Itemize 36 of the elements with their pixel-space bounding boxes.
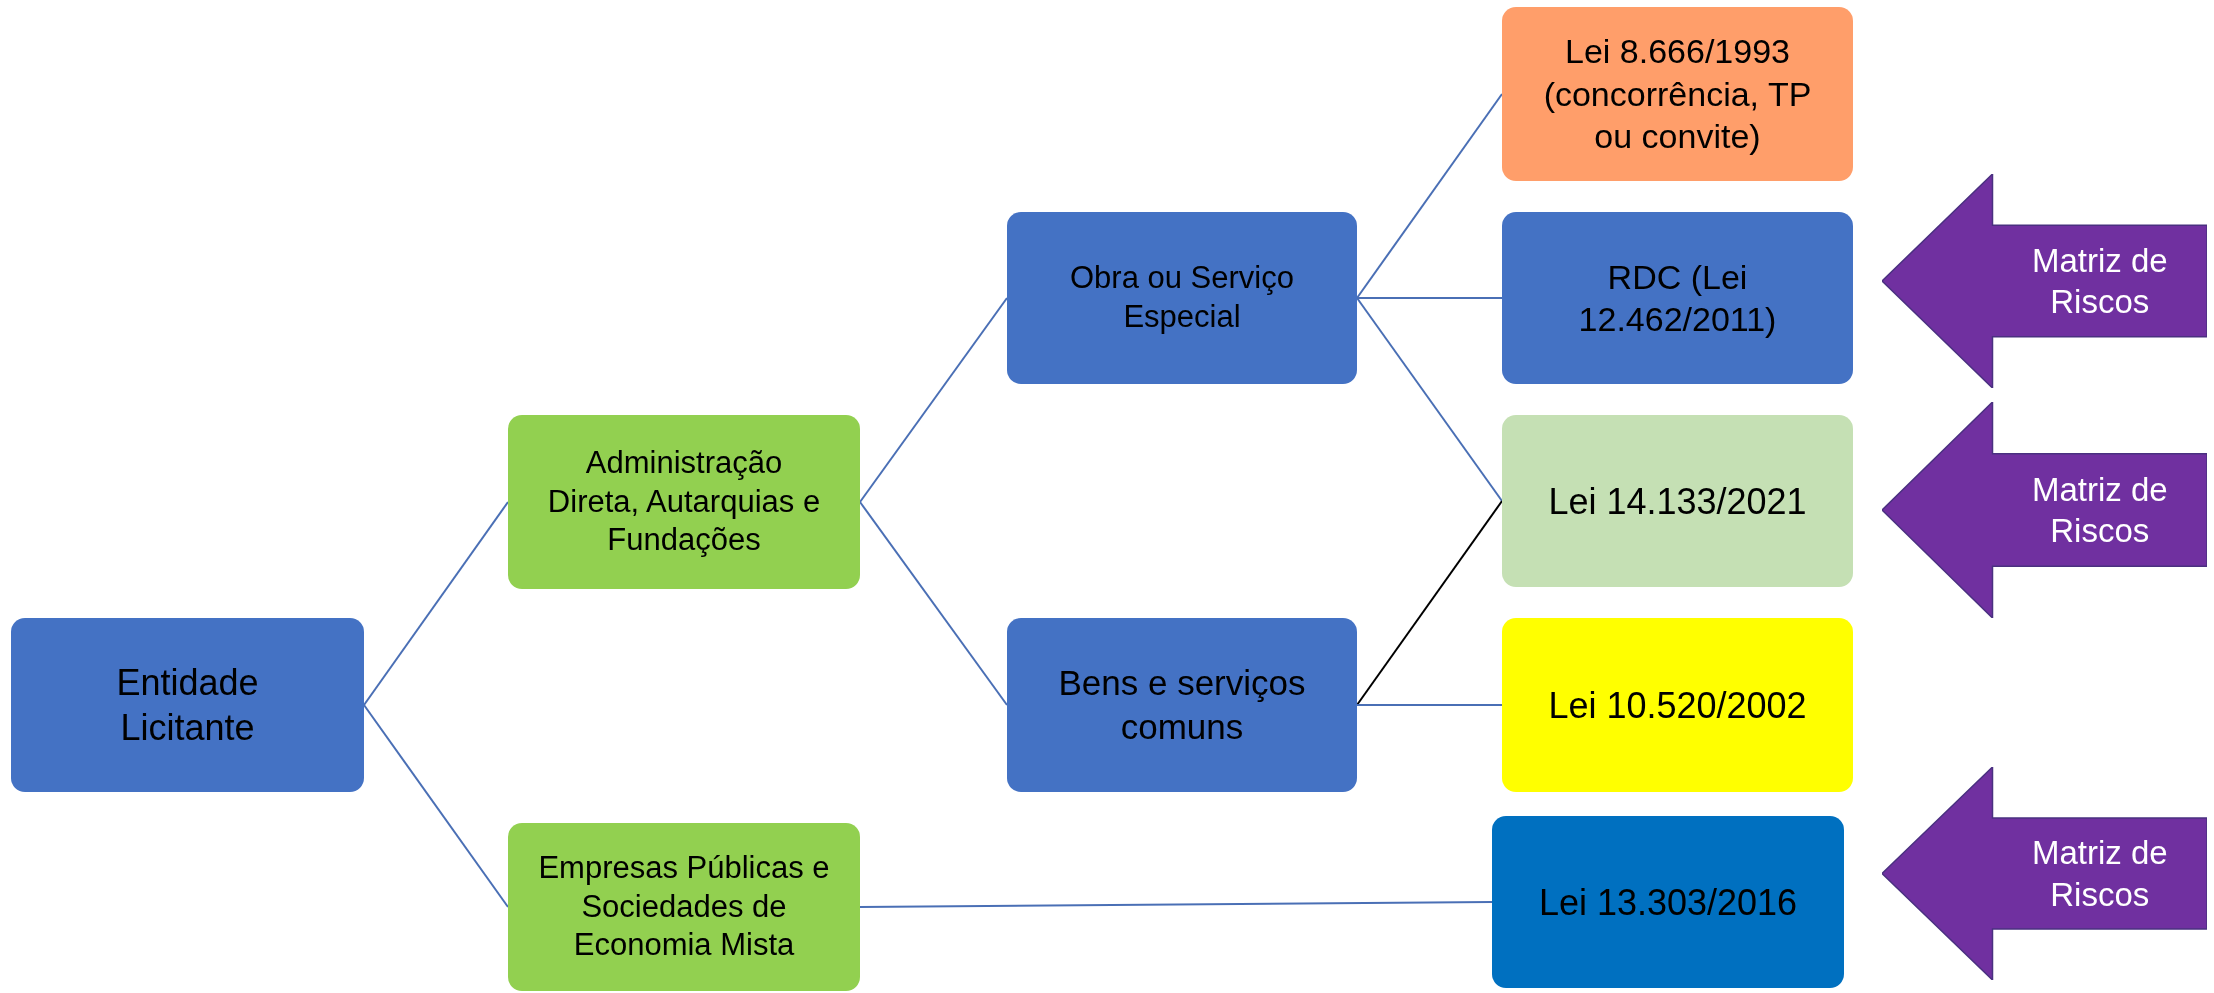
node-label: Lei 13.303/2016 [1538,880,1798,925]
connector-line [1356,500,1503,706]
connector-line [859,901,1493,908]
process-box [1007,618,1357,792]
process-box [1007,212,1357,384]
connector-line [859,501,1008,706]
process-box [1502,7,1853,181]
connector-line [859,297,1008,503]
connector-line [363,501,509,706]
process-box [508,415,860,589]
process-box [1502,415,1853,587]
connector-line [363,704,509,908]
node-label: Bens e serviços comuns [1057,662,1307,748]
node-label: RDC (Lei 12.462/2011) [1577,256,1778,340]
node-label: Matriz de Riscos [2030,469,2169,551]
node-label: Matriz de Riscos [2030,833,2169,915]
node-label: Lei 10.520/2002 [1548,683,1807,728]
connector-line [1356,704,1503,706]
connector-line [1356,297,1503,299]
callout-shape [1882,402,2207,618]
node-label: Lei 14.133/2021 [1548,479,1807,524]
node-label: Lei 8.666/1993 (concorrência, TP ou convite) [1542,31,1813,158]
node-label: Empresas Públicas e Sociedades de Economia Mista [538,848,830,965]
process-box [1492,816,1844,988]
process-box [11,618,364,792]
node-label: Matriz de Riscos [2030,240,2169,322]
callout-shape [1882,174,2207,388]
process-box [508,823,860,991]
connector-line [1356,297,1503,502]
process-box [1502,212,1853,384]
node-label: Entidade Licitante [115,661,260,750]
connector-line [1356,93,1503,299]
node-label: Obra ou Serviço Especial [1069,259,1295,336]
node-label: Administração Direta, Autarquias e Fundações [546,443,822,560]
process-box [1502,618,1853,792]
callout-shape [1882,767,2207,980]
